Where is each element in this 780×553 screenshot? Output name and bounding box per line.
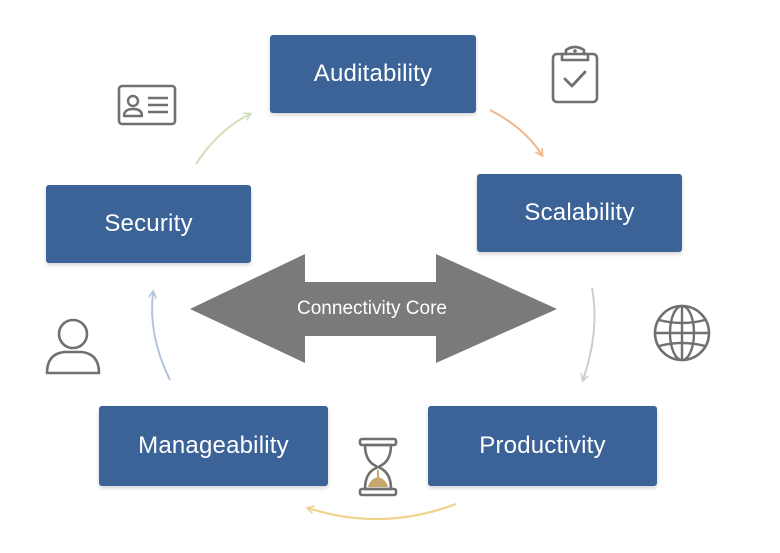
connector-manageability-security	[152, 292, 171, 381]
user-icon	[45, 318, 101, 375]
clipboard-check-icon	[551, 45, 599, 104]
id-card-icon	[117, 84, 177, 126]
node-security: Security	[46, 185, 251, 263]
node-scalability: Scalability	[477, 174, 682, 252]
node-productivity: Productivity	[428, 406, 657, 486]
connector-scalability-productivity	[583, 287, 596, 380]
hourglass-icon	[358, 437, 398, 497]
connectivity-core-label: Connectivity Core	[297, 298, 447, 319]
globe-icon	[653, 304, 711, 362]
connector-productivity-manageability	[308, 502, 457, 521]
connector-security-auditability	[195, 114, 250, 165]
node-productivity-label: Productivity	[479, 432, 606, 459]
node-security-label: Security	[104, 210, 193, 237]
node-auditability: Auditability	[270, 35, 476, 113]
node-manageability-label: Manageability	[138, 432, 289, 459]
node-scalability-label: Scalability	[524, 199, 635, 226]
node-manageability: Manageability	[99, 406, 328, 486]
node-auditability-label: Auditability	[313, 60, 433, 87]
connector-auditability-scalability	[489, 109, 542, 155]
